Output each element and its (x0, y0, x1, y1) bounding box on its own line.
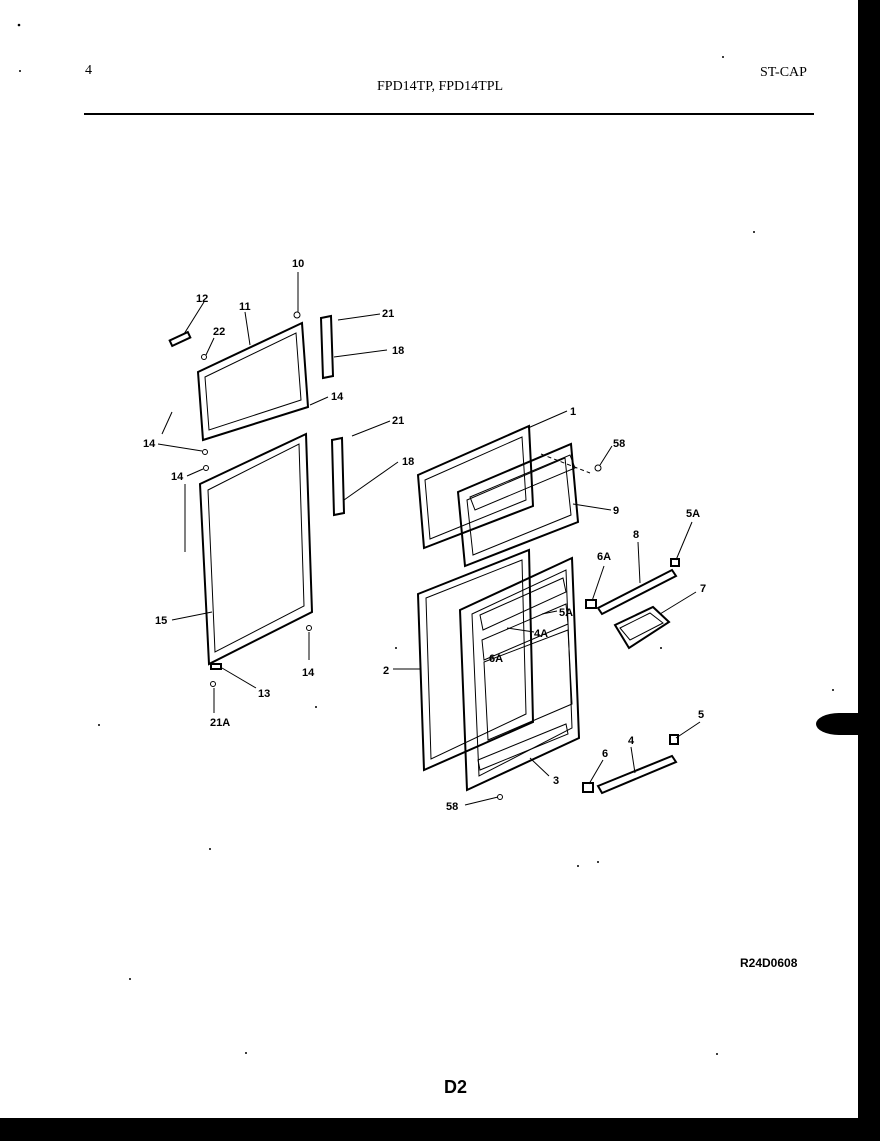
leader-lines (157, 272, 701, 806)
callout-21a: 21A (210, 717, 230, 729)
callout-6a-inner: 6A (489, 653, 503, 665)
scan-specks (17, 23, 834, 1055)
callout-14-c: 14 (171, 471, 184, 483)
callout-labels: 12 11 22 10 21 18 14 14 14 21 18 15 14 1… (143, 258, 706, 813)
end-cap-5 (669, 734, 679, 745)
shelf-rail-part-8 (596, 568, 678, 616)
callout-9: 9 (613, 505, 619, 517)
trim-part-18-top (319, 314, 335, 380)
hinge-pin-13 (210, 663, 222, 670)
callout-10: 10 (292, 258, 304, 270)
handle-part-12 (168, 330, 192, 348)
drawing-code: R24D0608 (740, 956, 798, 970)
callout-21-lower: 21 (392, 415, 404, 427)
callout-12: 12 (196, 293, 208, 305)
callout-21-top: 21 (382, 308, 394, 320)
freezer-gasket-part-1 (416, 424, 535, 550)
shelf-part-7 (613, 605, 671, 650)
callout-6a-right: 6A (597, 551, 611, 563)
fresh-food-gasket-part-2 (416, 548, 535, 772)
callout-14-d: 14 (302, 667, 315, 679)
screw-part-22 (201, 354, 207, 360)
callout-11: 11 (239, 301, 251, 313)
page-number: 4 (85, 63, 92, 78)
scan-artifact (816, 713, 862, 735)
callout-5a-inner: 5A (559, 607, 573, 619)
callout-3: 3 (553, 775, 559, 787)
callout-13: 13 (258, 688, 270, 700)
header-rule (84, 113, 814, 115)
callout-58-bottom: 58 (446, 801, 458, 813)
page-label: D2 (444, 1077, 468, 1097)
trim-part-18-lower (330, 436, 346, 517)
screw-part-10 (293, 311, 301, 319)
callout-14-b: 14 (143, 438, 156, 450)
screw-58-top (594, 464, 602, 472)
fresh-food-door-part-3 (458, 556, 581, 792)
freezer-door-part-9 (456, 442, 580, 568)
callout-6: 6 (602, 748, 608, 760)
dash-guide-1 (540, 453, 591, 474)
callout-4a: 4A (534, 628, 548, 640)
screw-14-b (203, 465, 209, 471)
callout-22: 22 (213, 326, 225, 338)
end-cap-5a (670, 558, 680, 567)
callout-15: 15 (155, 615, 167, 627)
shelf-rail-part-4 (596, 754, 678, 795)
fresh-food-door-liner-part (198, 432, 314, 666)
model-numbers: FPD14TP, FPD14TPL (377, 79, 504, 94)
end-cap-6 (582, 782, 594, 793)
callout-1: 1 (570, 406, 576, 418)
callout-7: 7 (700, 583, 706, 595)
screw-21a (210, 681, 216, 687)
screw-14-c (306, 625, 312, 631)
freezer-door-liner-part (196, 321, 310, 442)
screw-14-a (202, 449, 208, 455)
diagram-sheet: 4 FPD14TP, FPD14TPL ST-CAP (0, 0, 858, 1118)
callout-8: 8 (633, 529, 639, 541)
callout-18-lower: 18 (402, 456, 414, 468)
exploded-parts-diagram: 12 11 22 10 21 18 14 14 14 21 18 15 14 1… (17, 23, 834, 1055)
end-cap-6a (585, 599, 597, 609)
callout-5: 5 (698, 709, 704, 721)
screw-58-bottom (497, 794, 503, 800)
callout-2: 2 (383, 665, 389, 677)
callout-14-a: 14 (331, 391, 344, 403)
callout-18-top: 18 (392, 345, 404, 357)
callout-58-top: 58 (613, 438, 625, 450)
section-code: ST-CAP (760, 65, 807, 80)
callout-4: 4 (628, 735, 635, 747)
callout-5a-right: 5A (686, 508, 700, 520)
